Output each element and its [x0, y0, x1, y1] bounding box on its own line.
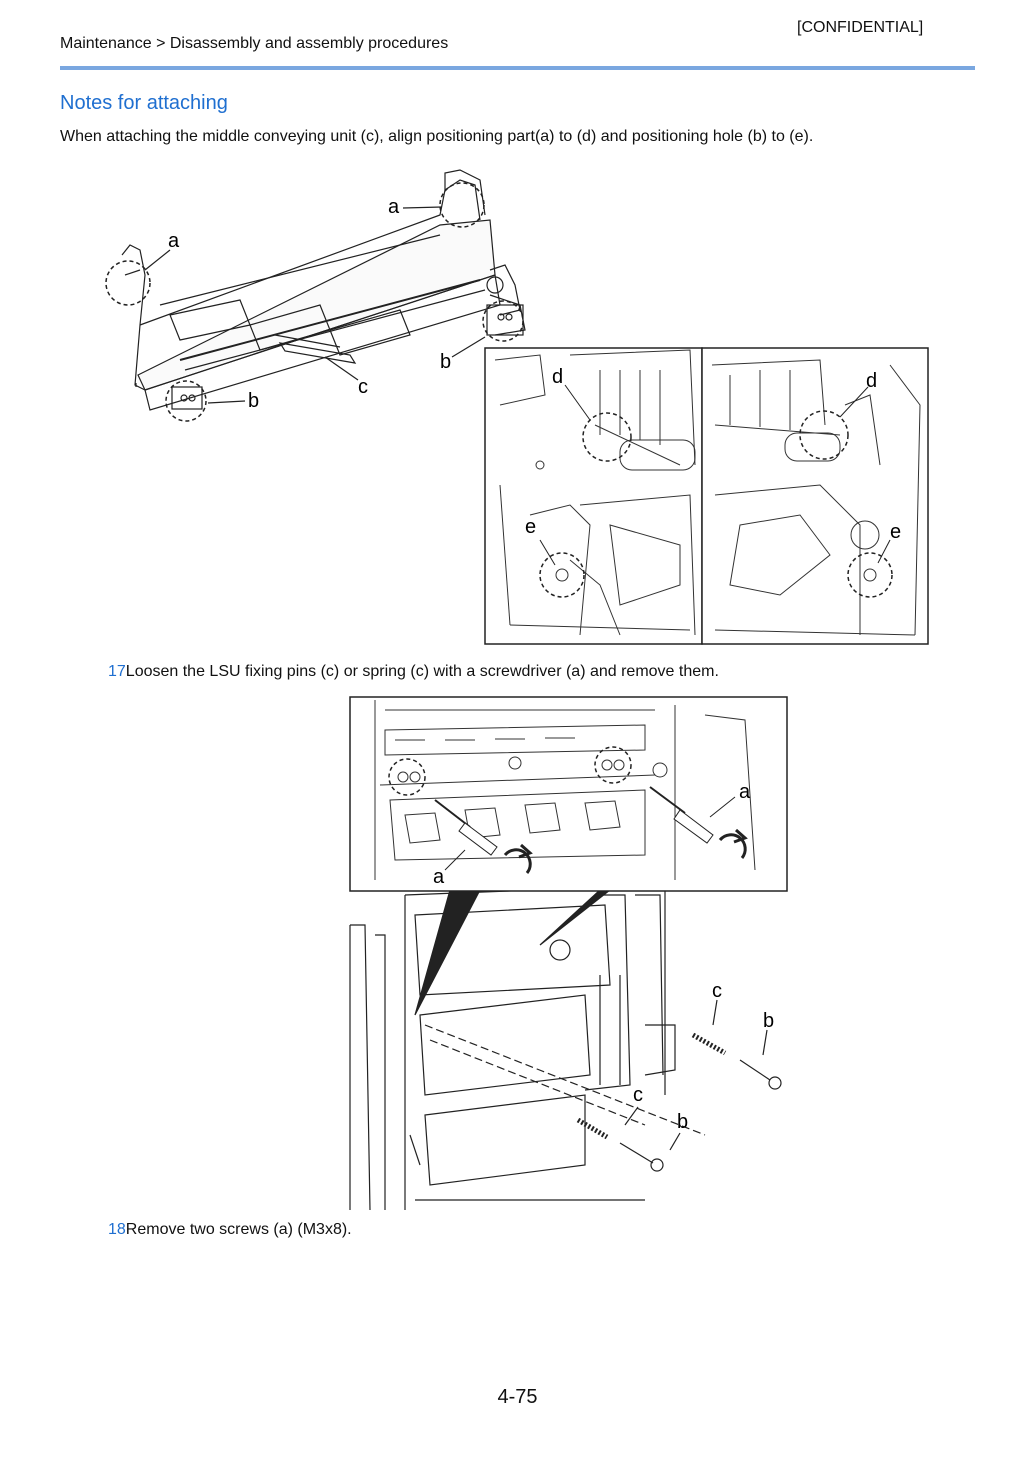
- conveying-unit-drawing: [121, 169, 526, 411]
- callout-circle-pin-left: [388, 758, 426, 796]
- intro-paragraph: When attaching the middle conveying unit…: [60, 128, 814, 145]
- callout-circle-b-right: [482, 300, 524, 342]
- callout-a-right: a: [739, 781, 751, 803]
- step-text: Remove two screws (a) (M3x8).: [125, 1221, 352, 1238]
- detail-inset-left: d e: [484, 347, 703, 645]
- callout-circle-a-top: [439, 182, 485, 228]
- callout-b-right: b: [440, 351, 451, 373]
- callout-circle-d-right: [799, 410, 849, 460]
- callout-b-lower: b: [677, 1111, 688, 1133]
- lsu-detail-inset: [349, 696, 788, 892]
- step-text: Loosen the LSU fixing pins (c) or spring…: [125, 663, 719, 680]
- section-title: Notes for attaching: [60, 92, 228, 114]
- step-number: 18: [108, 1221, 126, 1238]
- confidential-label: [CONFIDENTIAL]: [797, 19, 924, 36]
- screw-upper: [739, 1059, 782, 1090]
- callout-circle-a-left: [105, 260, 151, 306]
- callout-c-lower: c: [633, 1084, 643, 1106]
- spring-upper: [691, 1032, 727, 1056]
- callout-c-upper: c: [712, 980, 722, 1002]
- callout-circle-pin-right: [594, 746, 632, 784]
- conveying-unit-figure: a a b b c d e: [105, 169, 929, 645]
- lsu-fixing-pins-figure: c b c b: [349, 696, 788, 1211]
- page-number: 4-75: [497, 1386, 538, 1408]
- screw-lower: [619, 1142, 664, 1172]
- spring-lower: [576, 1117, 609, 1140]
- callout-circle-b-left: [165, 380, 207, 422]
- callout-a-left: a: [433, 866, 445, 888]
- callout-e-left: e: [525, 516, 536, 538]
- header-divider: [60, 66, 975, 70]
- callout-circle-e-left: [539, 552, 585, 598]
- callout-c: c: [358, 376, 368, 398]
- callout-e-right: e: [890, 521, 901, 543]
- step-number: 17: [108, 663, 126, 680]
- step-18: 18Remove two screws (a) (M3x8).: [108, 1221, 352, 1239]
- callout-b-upper: b: [763, 1010, 774, 1032]
- callout-b-left: b: [248, 390, 259, 412]
- callout-a-left: a: [168, 230, 180, 252]
- callout-circle-d-left: [582, 412, 632, 462]
- rotate-arrow-right-icon: [718, 828, 748, 859]
- callout-d-right: d: [866, 370, 877, 392]
- callout-circle-e-right: [847, 552, 893, 598]
- breadcrumb: Maintenance > Disassembly and assembly p…: [60, 35, 449, 52]
- callout-a-top: a: [388, 196, 400, 218]
- step-17: 17Loosen the LSU fixing pins (c) or spri…: [108, 663, 719, 681]
- callout-d-left: d: [552, 366, 563, 388]
- rotate-arrow-left-icon: [503, 843, 533, 874]
- screwdriver-right: [649, 786, 714, 844]
- screwdriver-left: [434, 799, 498, 856]
- detail-inset-right: d e: [701, 347, 929, 645]
